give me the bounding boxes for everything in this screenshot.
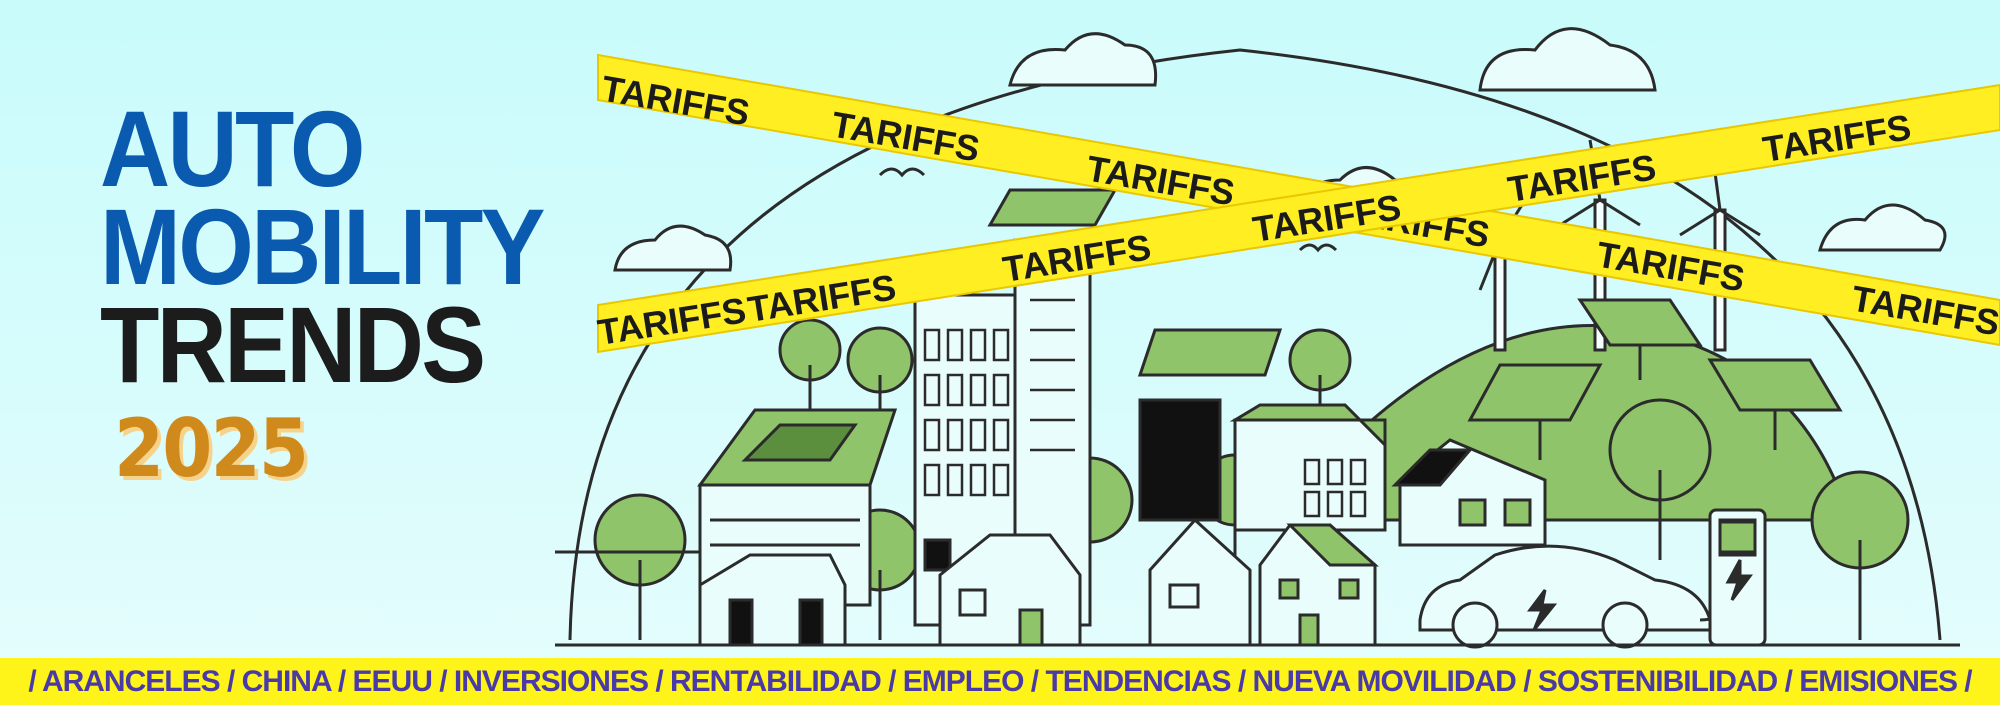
- ticker-item: TENDENCIAS: [1045, 664, 1231, 698]
- ticker-separator: /: [1023, 664, 1046, 698]
- title-line-auto: AUTO: [100, 88, 366, 209]
- bird-icon: [878, 167, 926, 178]
- ticker-item: CHINA: [241, 664, 332, 698]
- cloud-icon: [1478, 27, 1657, 92]
- house-right: [1391, 438, 1547, 547]
- ticker-separator: /: [647, 664, 670, 698]
- electric-car: [1418, 544, 1742, 649]
- title-line-mobility: MOBILITY: [100, 186, 545, 307]
- title-block: AUTO MOBILITY TRENDS 2025: [100, 88, 620, 496]
- ticker-item: ARANCELES: [41, 664, 221, 698]
- title-line-trends: TRENDS: [100, 284, 486, 405]
- ticker-separator: /: [1777, 664, 1800, 698]
- dome-arc: [568, 48, 1942, 641]
- title-year: 2025: [114, 402, 309, 495]
- ticker-item: INVERSIONES: [453, 664, 649, 698]
- ticker-text: / ARANCELES / CHINA / EEUU / INVERSIONES…: [28, 664, 1972, 699]
- ticker-item: SOSTENIBILIDAD: [1537, 664, 1778, 698]
- solar-house-mid: [1229, 403, 1387, 532]
- dark-building: [1137, 328, 1283, 522]
- birds: [878, 167, 1338, 253]
- ticker-item: NUEVA MOVILIDAD: [1252, 664, 1517, 698]
- ticker-separator: /: [1515, 664, 1538, 698]
- bird-icon: [1298, 243, 1338, 253]
- cloud-icon: [613, 224, 733, 272]
- ticker-item: EEUU: [352, 664, 433, 698]
- ticker-separator: /: [219, 664, 242, 698]
- ticker-separator: /: [880, 664, 903, 698]
- front-houses: [698, 517, 1379, 647]
- ticker-separator: /: [28, 664, 42, 698]
- lightning-icon: [1725, 559, 1753, 601]
- ticker-item: EMPLEO: [902, 664, 1025, 698]
- hill-solar-panels: [1467, 298, 1843, 460]
- ticker-item: EMISIONES: [1799, 664, 1958, 698]
- ticker-separator: /: [1230, 664, 1253, 698]
- topics-ticker: / ARANCELES / CHINA / EEUU / INVERSIONES…: [0, 658, 2000, 705]
- charging-station: [1708, 508, 1767, 647]
- ticker-item: RENTABILIDAD: [670, 664, 882, 698]
- cloud-icon: [1008, 32, 1158, 87]
- ticker-separator: /: [431, 664, 454, 698]
- ticker-separator: /: [1956, 664, 1972, 698]
- lightning-icon: [1527, 589, 1558, 631]
- cloud-icon: [1818, 203, 1947, 252]
- ticker-separator: /: [330, 664, 353, 698]
